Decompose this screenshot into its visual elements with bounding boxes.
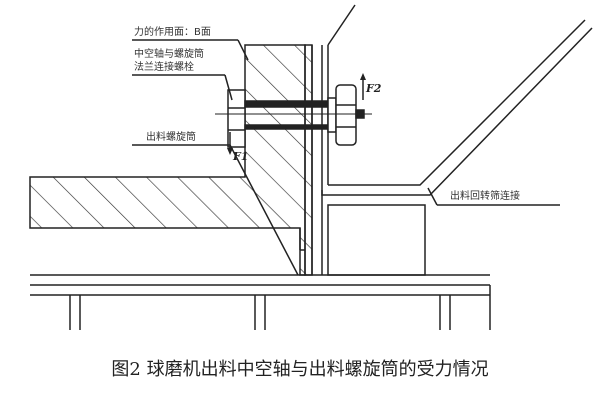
support-legs: [69, 295, 451, 330]
screen-connection-block: [327, 204, 426, 276]
flange-bolt: [215, 84, 372, 148]
label-f1: F1: [232, 150, 248, 163]
label-f2: F2: [365, 82, 382, 95]
screw-barrel-outline: [321, 27, 593, 196]
label-bolt-line2: 法兰连接螺栓: [134, 60, 194, 73]
label-screen-connection: 出料回转筛连接: [450, 189, 520, 202]
hollow-shaft: [29, 44, 306, 276]
label-bolt-line1: 中空轴与螺旋筒: [134, 47, 204, 60]
f1-arrowhead: [227, 148, 233, 155]
figure-caption: 图2 球磨机出料中空轴与出料螺旋筒的受力情况: [111, 359, 488, 380]
label-screw-barrel: 出料螺旋筒: [146, 130, 196, 143]
f2-arrowhead: [360, 73, 366, 80]
label-force-surface: 力的作用面：B面: [134, 25, 211, 38]
